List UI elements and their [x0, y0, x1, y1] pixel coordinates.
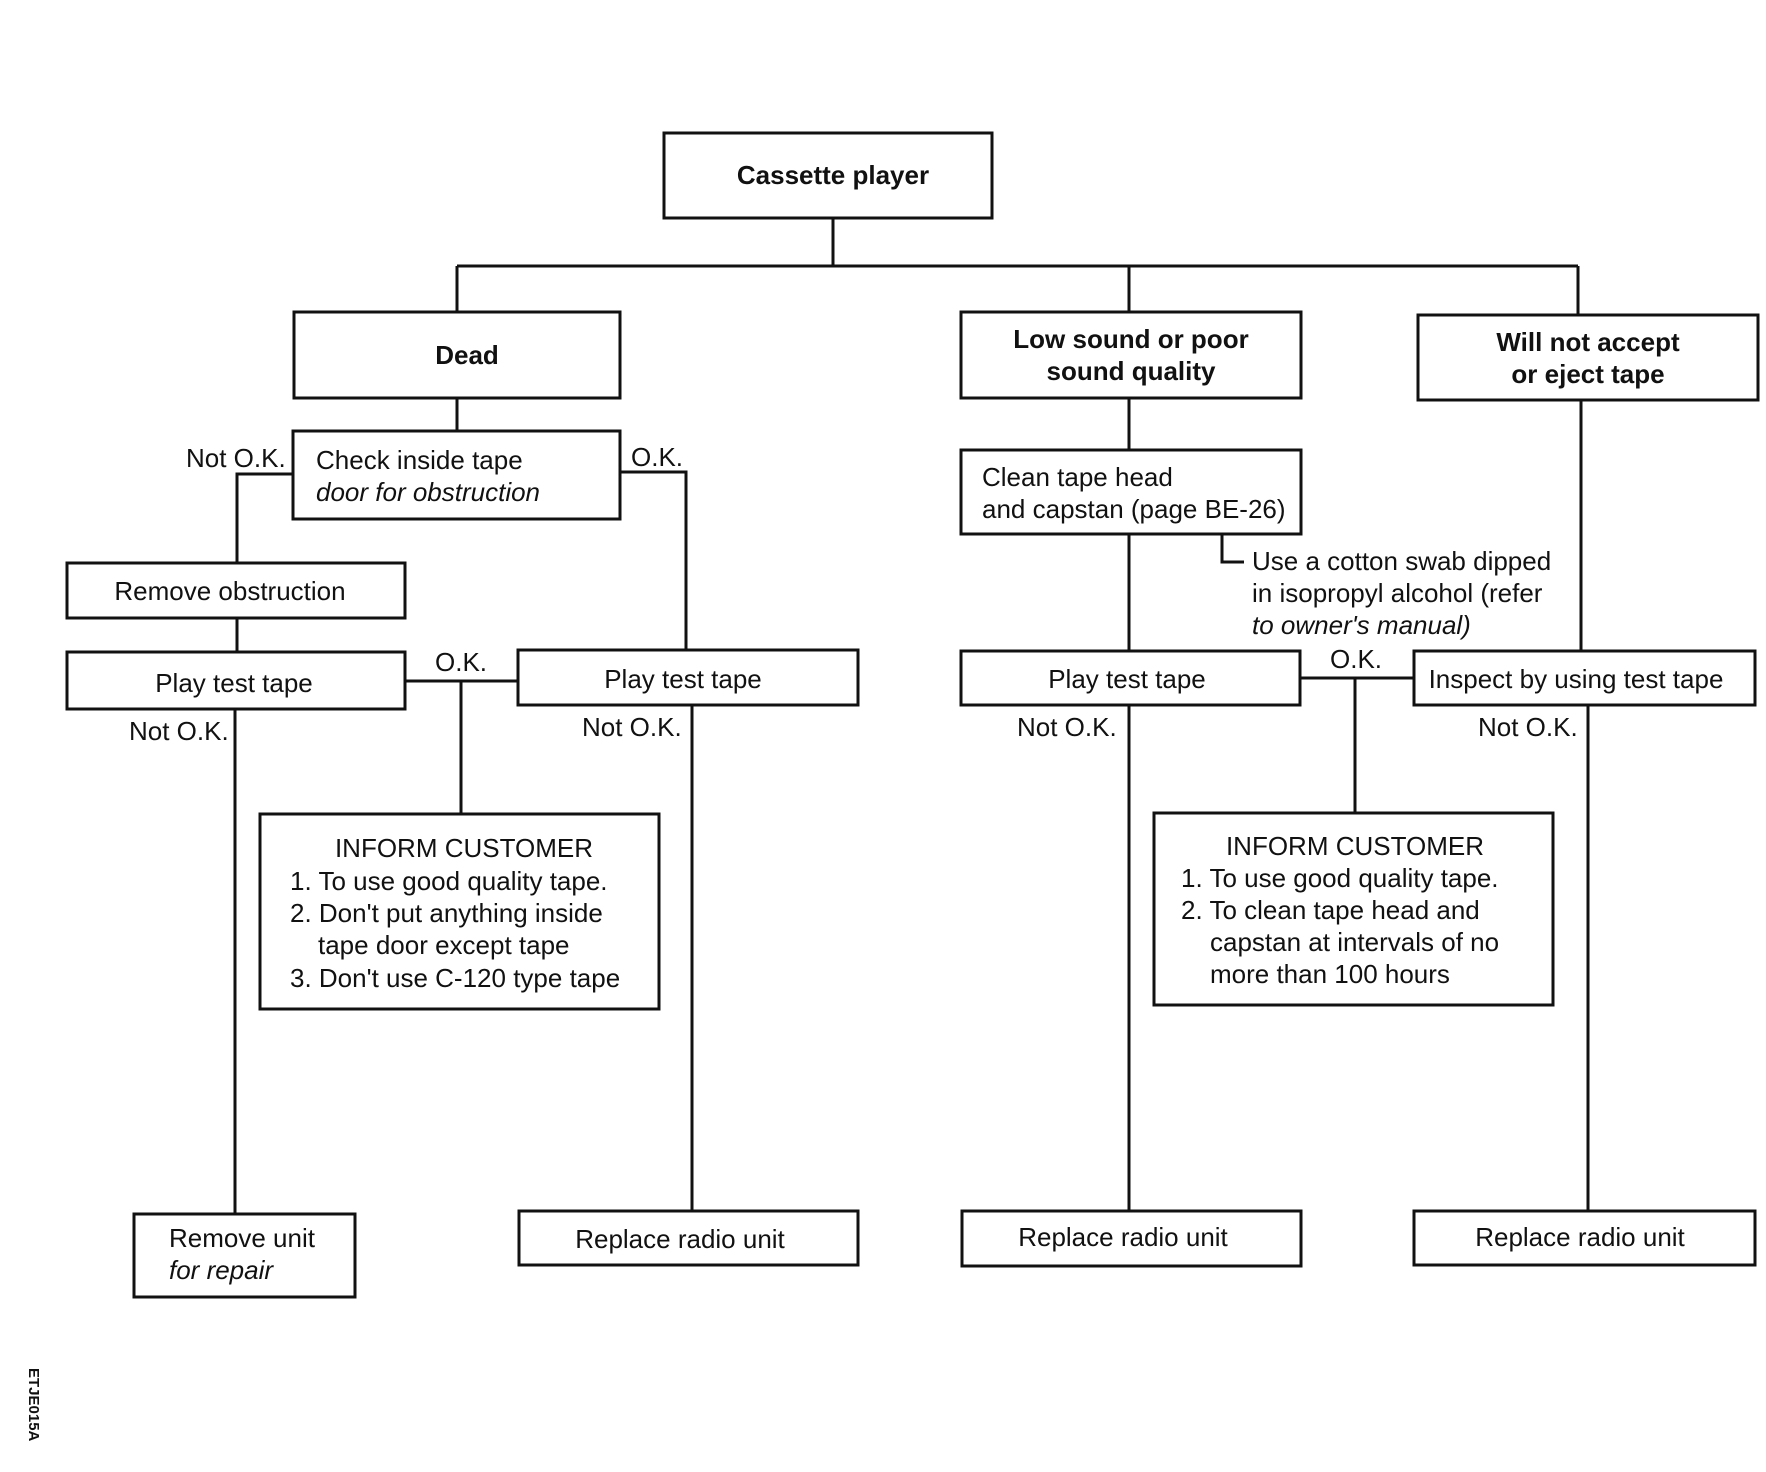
connector-check-ok	[620, 470, 688, 650]
node-inform-customer-1-line-3: 2. Don't put anything inside	[290, 898, 603, 928]
node-inform-customer-2-line-1: INFORM CUSTOMER	[1226, 831, 1484, 861]
node-inform-customer-2-line-3: 2. To clean tape head and	[1181, 895, 1480, 925]
node-play-test-tape-2-line-1: Play test tape	[604, 664, 762, 694]
node-root-line-1: Cassette player	[737, 160, 929, 190]
node-box-low-sound	[959, 310, 1303, 400]
node-inform-customer-2-line-5: more than 100 hours	[1210, 959, 1450, 989]
connector-check-not-ok	[235, 472, 293, 563]
node-replace-radio-2-line-1: Replace radio unit	[1018, 1222, 1228, 1252]
node-box-replace-radio-2	[960, 1209, 1303, 1268]
node-box-will-not-accept	[1416, 313, 1760, 402]
node-box-inform-customer-1	[258, 812, 661, 1011]
edge-label-inspect-not-ok: Not O.K.	[1478, 712, 1578, 742]
node-remove-obstruction-line-1: Remove obstruction	[114, 576, 345, 606]
node-inform-customer-1-line-5: 3. Don't use C-120 type tape	[290, 963, 620, 993]
node-inform-customer-1-line-2: 1. To use good quality tape.	[290, 866, 608, 896]
node-box-remove-obstruction	[65, 561, 407, 620]
node-box-play-test-tape-1	[65, 650, 407, 711]
node-remove-unit-line-2: for repair	[169, 1255, 274, 1285]
node-box-replace-radio-3	[1412, 1209, 1757, 1267]
edge-label-play3-not-ok: Not O.K.	[1017, 712, 1117, 742]
edge-labels: Not O.K. O.K. O.K. Not O.K. Not O.K. O.K…	[129, 442, 1578, 746]
node-clean-note-line-2: in isopropyl alcohol (refer	[1252, 578, 1543, 608]
node-low-sound-line-2: sound quality	[1047, 356, 1217, 386]
edge-label-play1-ok: O.K.	[435, 647, 487, 677]
node-box-remove-unit	[132, 1212, 357, 1299]
node-box-root	[662, 131, 994, 220]
node-replace-radio-3-line-1: Replace radio unit	[1475, 1222, 1685, 1252]
boxes	[65, 131, 1760, 1299]
node-inform-customer-2-line-4: capstan at intervals of no	[1210, 927, 1499, 957]
node-remove-unit-line-1: Remove unit	[169, 1223, 316, 1253]
node-low-sound-line-1: Low sound or poor	[1013, 324, 1248, 354]
node-box-play-test-tape-3	[959, 649, 1302, 707]
node-box-play-test-tape-2	[516, 648, 860, 707]
edge-label-play2-not-ok: Not O.K.	[582, 712, 682, 742]
node-inform-customer-1-line-4: tape door except tape	[318, 930, 570, 960]
node-clean-note-line-3: to owner's manual)	[1252, 610, 1471, 640]
node-will-not-accept-line-2: or eject tape	[1511, 359, 1664, 389]
connectors	[233, 218, 1590, 1214]
node-clean-note-line-1: Use a cotton swab dipped	[1252, 546, 1551, 576]
edge-label-play3-ok: O.K.	[1330, 644, 1382, 674]
node-box-clean-tape-head	[959, 448, 1303, 536]
node-inform-customer-1-line-1: INFORM CUSTOMER	[335, 833, 593, 863]
node-box-replace-radio-1	[517, 1209, 860, 1267]
connector-clean-note	[1220, 534, 1244, 564]
node-box-dead	[292, 310, 622, 400]
node-check-tape-door-line-2: door for obstruction	[316, 477, 540, 507]
figure-code: ETJE015A	[25, 1368, 42, 1442]
node-inspect-test-tape-line-1: Inspect by using test tape	[1429, 664, 1724, 694]
node-texts: Cassette player Dead Low sound or poor s…	[114, 160, 1723, 1285]
node-box-check-tape-door	[291, 429, 622, 521]
edge-label-play1-not-ok: Not O.K.	[129, 716, 229, 746]
node-will-not-accept-line-1: Will not accept	[1496, 327, 1680, 357]
node-inform-customer-2-line-2: 1. To use good quality tape.	[1181, 863, 1499, 893]
node-dead-line-1: Dead	[435, 340, 499, 370]
node-check-tape-door-line-1: Check inside tape	[316, 445, 523, 475]
node-clean-tape-head-line-2: and capstan (page BE-26)	[982, 494, 1286, 524]
node-replace-radio-1-line-1: Replace radio unit	[575, 1224, 785, 1254]
node-box-inspect-test-tape	[1412, 649, 1757, 707]
node-clean-tape-head-line-1: Clean tape head	[982, 462, 1173, 492]
node-play-test-tape-3-line-1: Play test tape	[1048, 664, 1206, 694]
node-box-inform-customer-2	[1152, 811, 1555, 1007]
edge-label-check-ok: O.K.	[631, 442, 683, 472]
node-play-test-tape-1-line-1: Play test tape	[155, 668, 313, 698]
edge-label-check-not-ok: Not O.K.	[186, 443, 286, 473]
